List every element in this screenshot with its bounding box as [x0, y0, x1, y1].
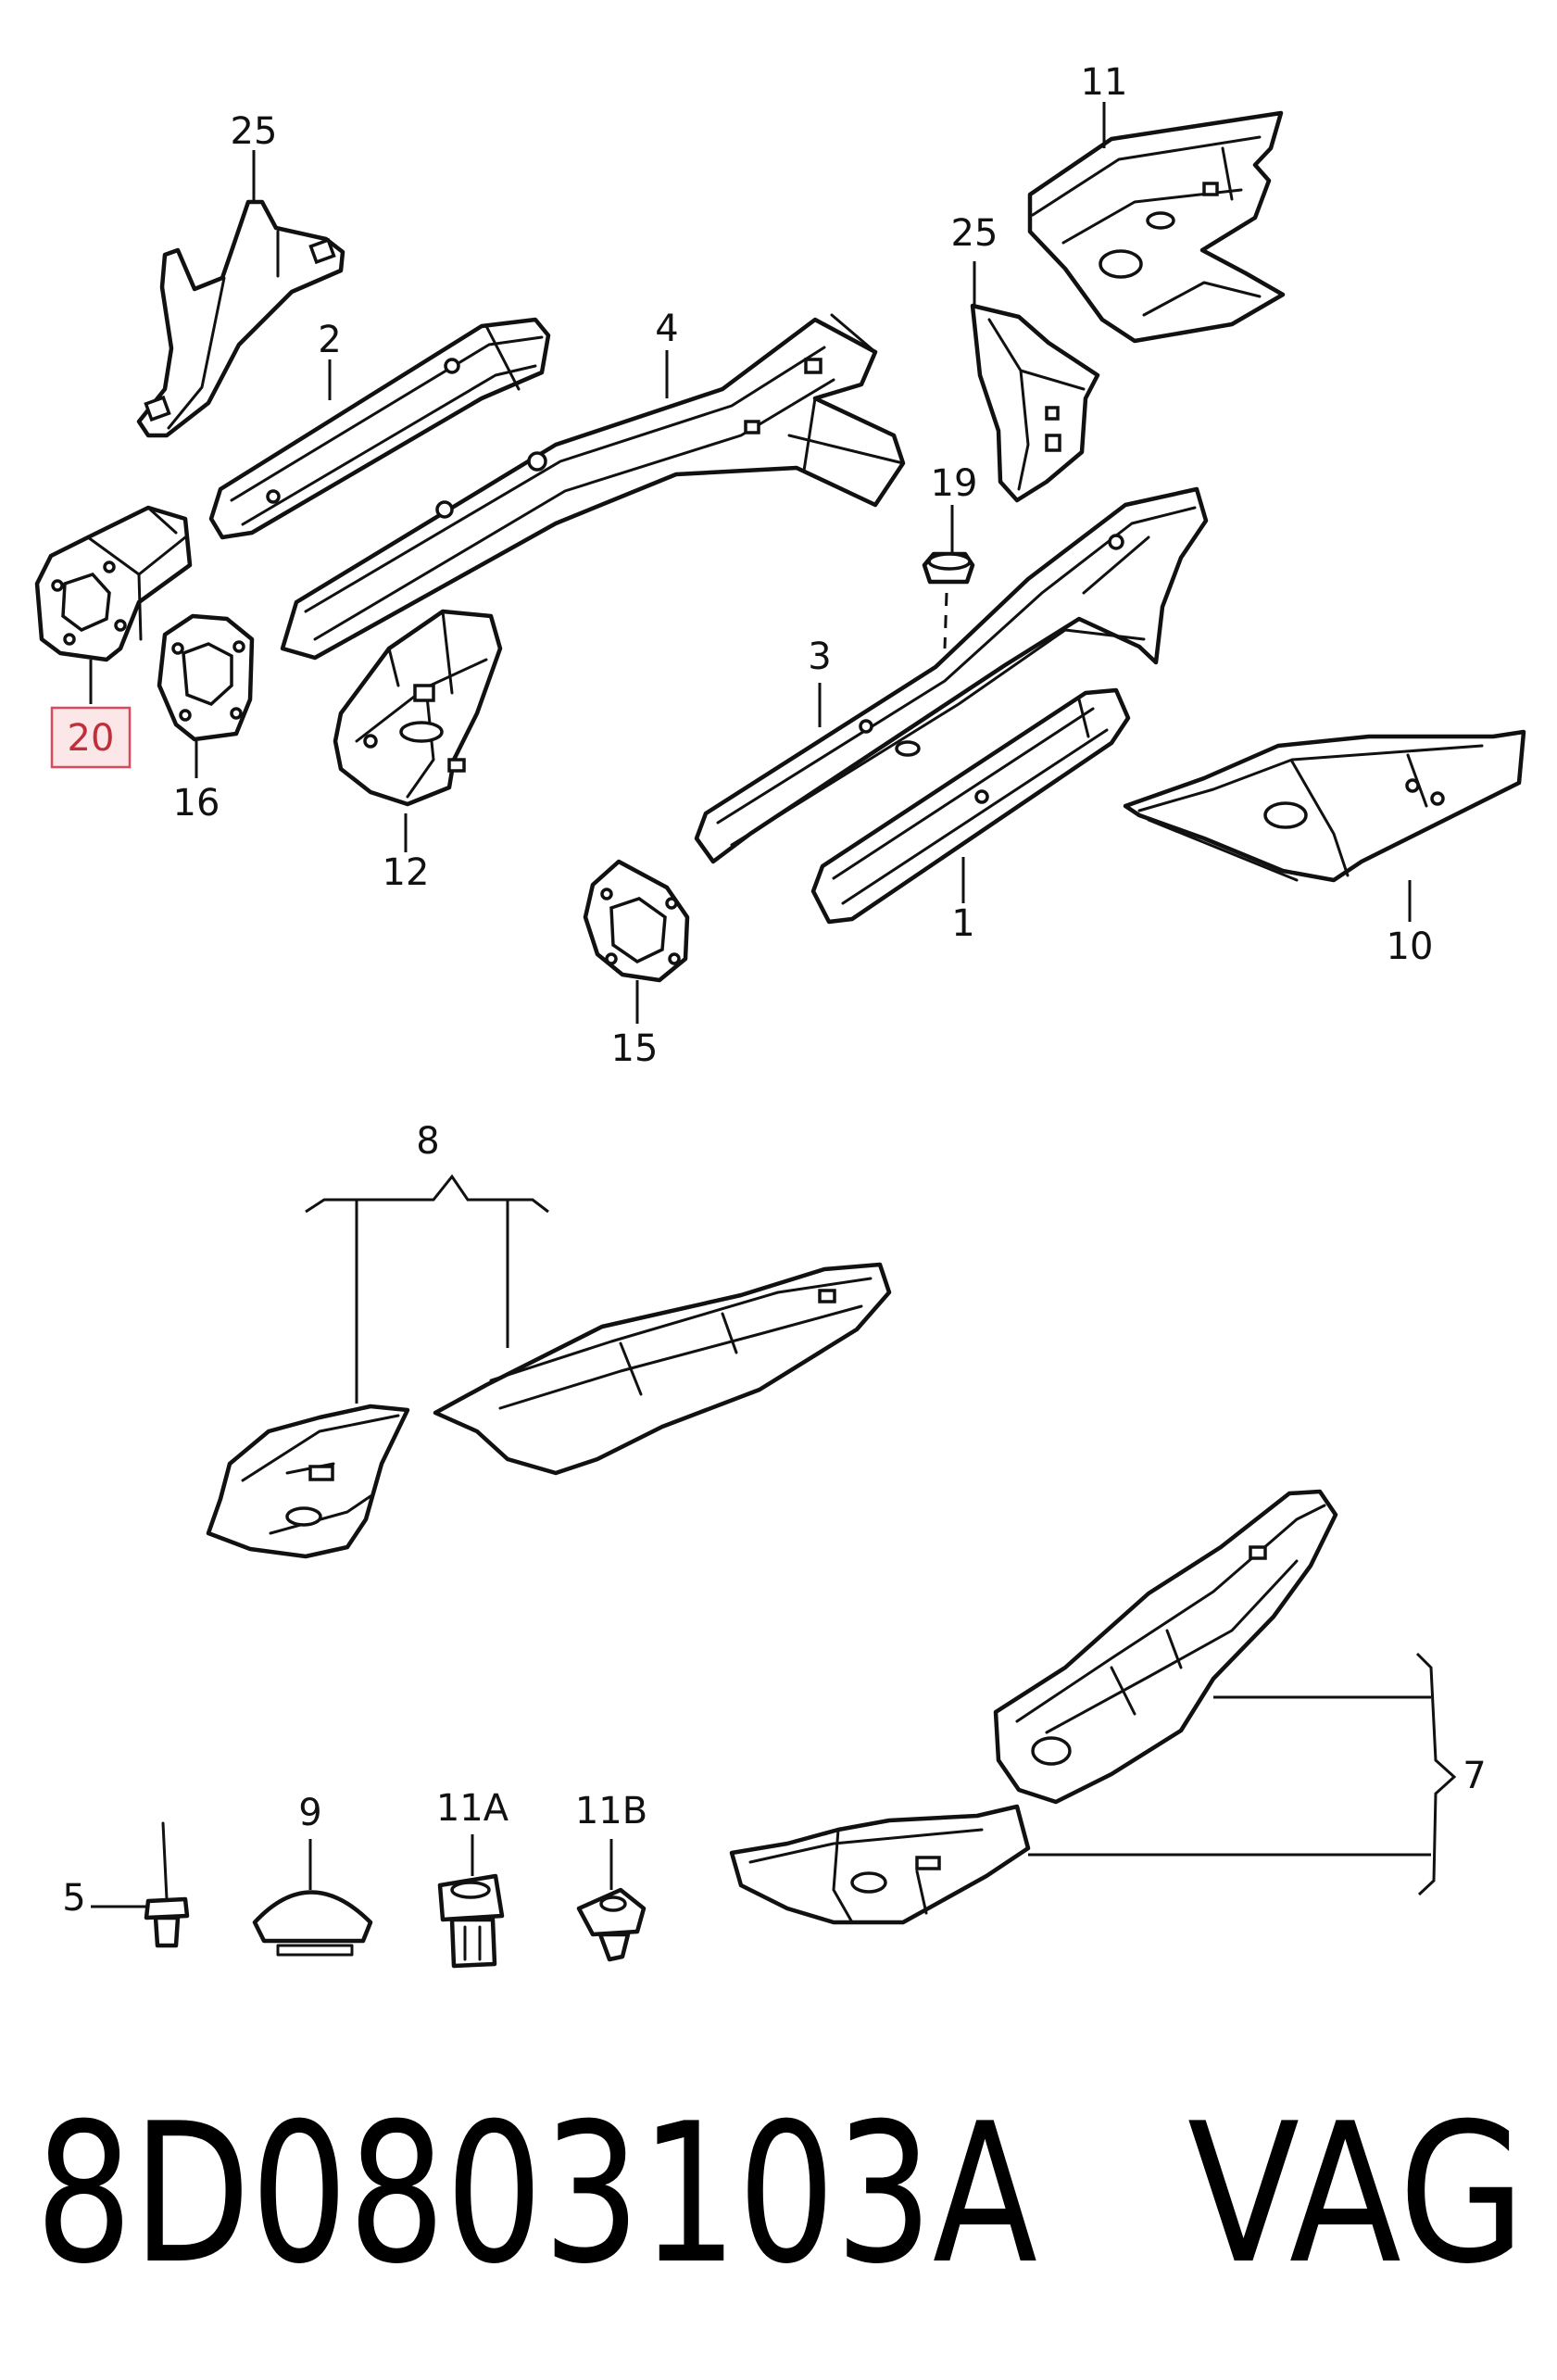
- callout-11a: 11A: [436, 1787, 509, 1830]
- part-5-rivet: [144, 1821, 190, 1948]
- part-25-bracket-right: [970, 303, 1100, 503]
- part-11-floor-section: [1027, 110, 1286, 344]
- callout-11: 11: [1081, 61, 1128, 104]
- part-3-rail: [694, 486, 1209, 864]
- part-16-plate: [157, 613, 255, 742]
- callout-7: 7: [1463, 1755, 1486, 1797]
- part-15-plate: [583, 859, 690, 983]
- part-4-main-member: [280, 313, 906, 661]
- leader-19-dashed: [943, 592, 948, 649]
- callout-3: 3: [808, 636, 831, 678]
- callout-15: 15: [611, 1027, 659, 1070]
- callout-5: 5: [62, 1877, 85, 1920]
- callout-9: 9: [298, 1792, 321, 1834]
- callout-12: 12: [383, 851, 430, 894]
- callout-10: 10: [1387, 926, 1434, 968]
- callout-25a: 25: [231, 110, 278, 153]
- part-7-group: [729, 1489, 1457, 1925]
- callout-4: 4: [655, 308, 678, 350]
- part-25-bracket-left: [136, 199, 345, 438]
- part-8-group: [206, 1174, 892, 1559]
- part-12-bracket: [333, 609, 503, 807]
- callout-1: 1: [951, 902, 974, 945]
- part-2-rail: [208, 317, 551, 540]
- part-10-floor-pan: [1123, 729, 1526, 883]
- brand-label: VAG: [1187, 2083, 1526, 2307]
- callout-16: 16: [173, 782, 220, 825]
- callout-11b: 11B: [575, 1790, 647, 1832]
- callout-2: 2: [318, 319, 341, 361]
- part-11b-clip: [576, 1887, 647, 1962]
- part-number-label: 8D0803103A: [35, 2083, 1037, 2307]
- callout-20-highlight: [50, 706, 132, 769]
- callout-20: 20: [68, 717, 115, 760]
- part-20-mount: [34, 505, 193, 662]
- part-9-plug: [252, 1890, 373, 1957]
- part-11a-clip: [437, 1873, 505, 1969]
- part-19-plug: [922, 551, 975, 585]
- callout-8: 8: [416, 1120, 439, 1163]
- part-1-rail: [810, 687, 1131, 925]
- callout-25b: 25: [951, 212, 998, 255]
- callout-19: 19: [931, 462, 978, 505]
